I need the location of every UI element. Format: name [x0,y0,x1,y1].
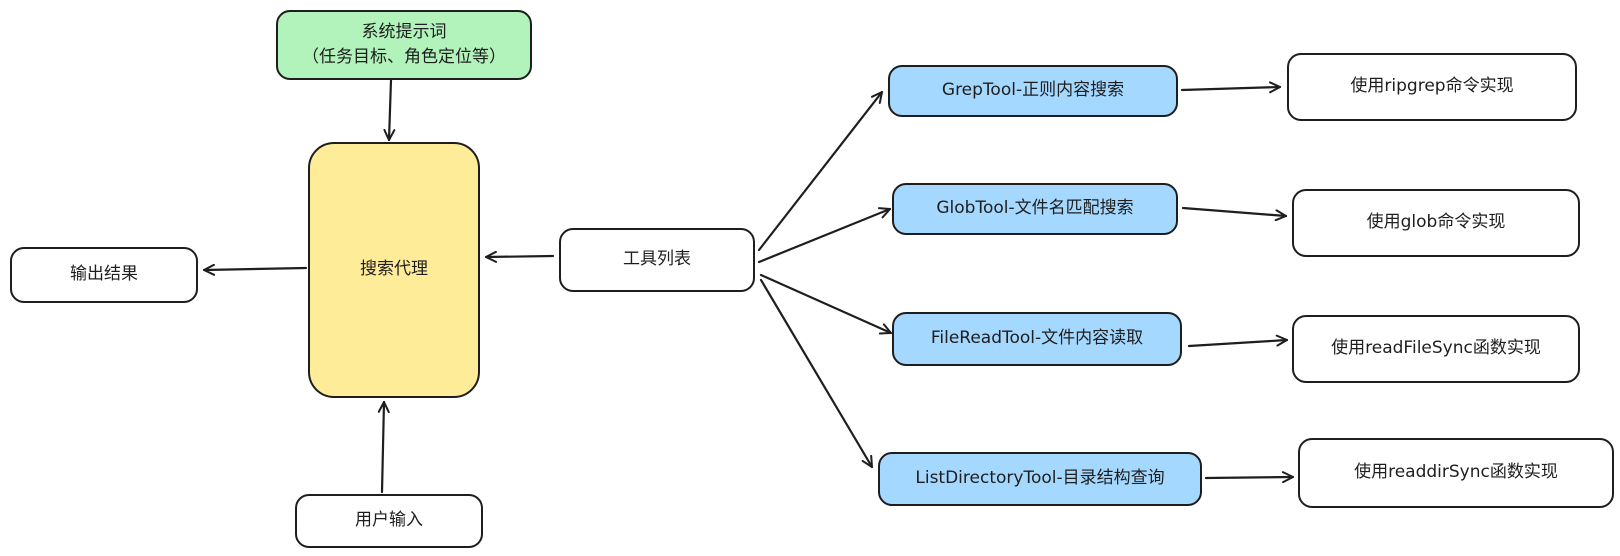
listdirectorytool-node: ListDirectoryTool-目录结构查询 [878,452,1202,506]
system-prompt-subtitle: （任务目标、角色定位等） [302,47,506,67]
tool-list-node: 工具列表 [559,228,755,292]
arrow-globtool-to-impl [1181,206,1288,222]
arrow-listdirectorytool-to-impl [1204,471,1295,484]
globtool-label: GlobTool-文件名匹配搜索 [936,198,1134,219]
arrow-tool-list-to-agent [484,250,555,263]
globtool-impl-label: 使用glob命令实现 [1366,212,1506,233]
system-prompt-title: 系统提示词 [361,21,447,42]
arrow-user-input-to-agent [377,400,390,494]
filereadtool-impl-node: 使用readFileSync函数实现 [1292,315,1580,383]
filereadtool-node: FileReadTool-文件内容读取 [892,312,1182,366]
greptool-label: GrepTool-正则内容搜索 [941,80,1125,101]
search-agent-node: 搜索代理 [308,142,480,398]
tool-list-label: 工具列表 [623,249,691,270]
globtool-impl-node: 使用glob命令实现 [1292,189,1580,257]
greptool-node: GrepTool-正则内容搜索 [888,65,1178,117]
greptool-impl-node: 使用ripgrep命令实现 [1287,53,1577,121]
arrow-greptool-to-impl [1180,81,1282,94]
greptool-impl-label: 使用ripgrep命令实现 [1350,76,1514,97]
filereadtool-impl-label: 使用readFileSync函数实现 [1331,338,1541,359]
search-agent-label: 搜索代理 [360,259,428,280]
globtool-node: GlobTool-文件名匹配搜索 [892,183,1178,235]
output-label: 输出结果 [70,264,138,285]
listdirectorytool-impl-node: 使用readdirSync函数实现 [1298,438,1614,508]
arrow-filereadtool-to-impl [1187,334,1289,348]
user-input-label: 用户输入 [355,510,423,531]
arrow-tool-list-to-globtool [757,207,892,264]
listdirectorytool-impl-label: 使用readdirSync函数实现 [1354,462,1558,483]
arrow-system-prompt-to-agent [383,78,396,142]
filereadtool-label: FileReadTool-文件内容读取 [930,328,1144,349]
arrow-tool-list-to-listdirectorytool [759,278,874,469]
output-node: 输出结果 [10,247,198,303]
arrow-agent-to-output [202,263,308,276]
listdirectorytool-label: ListDirectoryTool-目录结构查询 [915,468,1165,489]
arrow-tool-list-to-filereadtool [759,273,893,335]
arrow-tool-list-to-greptool [757,90,884,252]
system-prompt-node: 系统提示词 （任务目标、角色定位等） [276,10,532,80]
user-input-node: 用户输入 [295,494,483,548]
